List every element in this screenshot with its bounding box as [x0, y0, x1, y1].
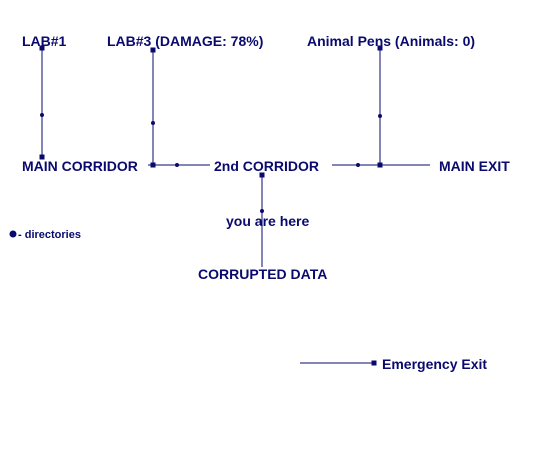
- legend: - directories: [8, 229, 81, 242]
- endpoint-lab3: [150, 47, 156, 53]
- waypoint-main-second: [175, 163, 179, 167]
- node-lab3[interactable]: LAB#3 (DAMAGE: 78%): [107, 33, 264, 49]
- you-are-here-label: you are here: [226, 213, 310, 229]
- node-lab1[interactable]: LAB#1: [22, 33, 67, 49]
- endpoint-emergency-exit: [371, 360, 377, 366]
- node-main-exit[interactable]: MAIN EXIT: [439, 158, 510, 174]
- node-main-corridor[interactable]: MAIN CORRIDOR: [22, 158, 138, 174]
- waypoint-animal-pens: [378, 114, 382, 118]
- endpoint-animal-pens: [377, 45, 383, 51]
- node-corrupted-data[interactable]: CORRUPTED DATA: [198, 266, 328, 282]
- marker-you-are-here: [260, 209, 264, 213]
- waypoint-lab1: [40, 113, 44, 117]
- endpoint-main-corridor-left: [39, 154, 45, 160]
- dot-marker-icon: [9, 230, 17, 238]
- node-animal-pens[interactable]: Animal Pens (Animals: 0): [307, 33, 476, 49]
- endpoint-second-corridor-bottom: [259, 172, 265, 178]
- junction-animal-pens: [377, 162, 383, 168]
- endpoint-lab1: [39, 45, 45, 51]
- junction-main-corridor: [150, 162, 156, 168]
- waypoint-lab3: [151, 121, 155, 125]
- node-emergency-exit[interactable]: Emergency Exit: [382, 356, 488, 372]
- waypoint-second-exit: [356, 163, 360, 167]
- legend-label: - directories: [18, 229, 81, 241]
- node-second-corridor[interactable]: 2nd CORRIDOR: [214, 158, 319, 174]
